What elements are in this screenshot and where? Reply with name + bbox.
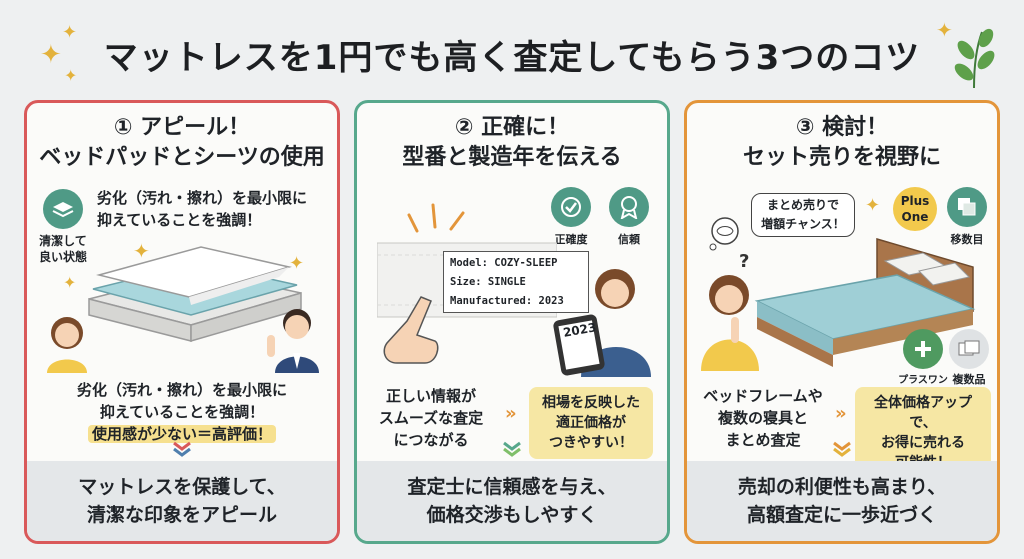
result-line-1: 相場を反映した xyxy=(542,395,640,411)
panel-heading: ③ 検討！ セット売りを視野に xyxy=(687,113,997,173)
plus-icon xyxy=(903,329,943,369)
sparkle-icon: ✦ xyxy=(289,253,305,274)
bubble-line-2: 増額チャンス！ xyxy=(761,217,845,231)
title-bar: マットレスを1円でも高く査定してもらう3つのコツ xyxy=(0,28,1024,88)
svg-text:?: ? xyxy=(739,251,749,272)
result-line-1: 全体価格アップで、 xyxy=(874,395,972,431)
badge-label-trust: 信頼 xyxy=(618,233,640,246)
bed-illustration xyxy=(754,238,976,367)
tip-panel-1: ① アピール！ ベッドパッドとシーツの使用 清潔して 良い状態 劣化（汚れ・擦れ… xyxy=(24,100,340,544)
bubble-line-1: まとめ売りで xyxy=(766,198,839,212)
left-text-line-3: まとめ査定 xyxy=(725,431,801,449)
sparkle-icon: ✦ xyxy=(40,40,62,70)
badge-label-plus-one: プラスワン xyxy=(898,375,948,386)
chevron-down-icon xyxy=(503,441,521,457)
icon-caption-line-2: 良い状態 xyxy=(38,250,87,264)
accuracy-icon xyxy=(551,187,591,227)
highlight-text: 使用感が少ない＝高評価！ xyxy=(87,425,276,443)
chevron-down-icon xyxy=(173,441,191,457)
panel-heading-line-1: ③ 検討！ xyxy=(795,115,889,140)
sparkle-icon: ✦ xyxy=(133,239,150,263)
sparkle-icon: ✦ xyxy=(936,18,953,42)
chevron-down-icon xyxy=(833,441,851,457)
footer-line-2: 価格交渉もしやすく xyxy=(426,504,598,526)
footer-line-1: 査定士に信頼感を与え、 xyxy=(407,476,617,498)
left-text: ベッドフレームや 複数の寝具と まとめ査定 xyxy=(693,385,833,451)
left-text: 正しい情報が スムーズな査定 につながる xyxy=(367,385,495,451)
panel-heading-line-2: 型番と製造年を伝える xyxy=(402,145,622,170)
top-text-line-1: 劣化（汚れ・擦れ）を最小限に xyxy=(97,189,308,207)
result-line-2: 適正価格が xyxy=(556,415,626,431)
panel-heading: ① アピール！ ベッドパッドとシーツの使用 xyxy=(27,113,337,173)
clean-bedding-icon xyxy=(43,189,83,229)
label-model: Model: COZY-SLEEP xyxy=(450,257,558,269)
footer-line-2: 高額査定に一歩近づく xyxy=(746,504,937,526)
plus-one-line-1: Plus xyxy=(900,194,930,208)
label-size: Size: SINGLE xyxy=(450,276,526,288)
arrow-right-icon: » xyxy=(505,403,517,424)
result-line-2: お得に売れる xyxy=(881,435,965,451)
panel-heading-line-1: ① アピール！ xyxy=(113,115,251,140)
leaf-icon xyxy=(954,28,995,89)
multi-items-icon xyxy=(949,329,989,369)
badge-label-items: 移数目 xyxy=(950,233,984,246)
woman-thinking-avatar: ? xyxy=(701,251,759,371)
footer-line-2: 清潔な印象をアピール xyxy=(86,504,277,526)
speech-bubble: まとめ売りで 増額チャンス！ xyxy=(751,193,855,237)
icon-caption: 清潔して 良い状態 xyxy=(33,233,93,265)
woman-avatar xyxy=(47,317,87,373)
arrow-right-icon: » xyxy=(835,403,847,424)
sparkle-icon: ✦ xyxy=(865,195,881,216)
badge-label-accuracy: 正確度 xyxy=(554,233,588,246)
panel-footer: 査定士に信頼感を与え、 価格交渉もしやすく xyxy=(357,461,667,541)
trust-medal-icon xyxy=(609,187,649,227)
mattress-illustration xyxy=(88,246,302,342)
result-line-3: つきやすい！ xyxy=(549,435,633,451)
panel-heading-line-2: ベッドパッドとシーツの使用 xyxy=(39,145,325,170)
top-text: 劣化（汚れ・擦れ）を最小限に 抑えていることを強調！ xyxy=(97,187,307,231)
left-text-line-1: ベッドフレームや xyxy=(703,387,823,405)
badge-label-multi: 複数品 xyxy=(952,373,986,386)
plus-one-badge: Plus One xyxy=(893,187,937,231)
panel-footer: マットレスを保護して、 清潔な印象をアピール xyxy=(27,461,337,541)
label-manufactured: Manufactured: 2023 xyxy=(450,295,564,307)
top-text-line-2: 抑えていることを強調！ xyxy=(97,211,262,229)
thinking-icon xyxy=(709,217,739,251)
left-text-line-3: につながる xyxy=(393,431,469,449)
panel-heading: ② 正確に！ 型番と製造年を伝える xyxy=(357,113,667,173)
left-text-line-2: スムーズな査定 xyxy=(378,409,484,427)
tip-panel-2: ② 正確に！ 型番と製造年を伝える 正確度 信頼 Model: COZY-SLE… xyxy=(354,100,670,544)
sparkle-icon: ✦ xyxy=(63,273,77,292)
icon-caption-line-1: 清潔して xyxy=(39,234,87,248)
left-text-line-2: 複数の寝具と xyxy=(717,409,808,427)
footer-line-1: 売却の利便性も高まり、 xyxy=(737,476,947,498)
result-box: 相場を反映した 適正価格が つきやすい！ xyxy=(529,387,653,459)
sparkle-icon: ✦ xyxy=(62,22,78,43)
tip-panel-3: ③ 検討！ セット売りを視野に まとめ売りで 増額チャンス！ ✦ Plus On… xyxy=(684,100,1000,544)
panel-heading-line-2: セット売りを視野に xyxy=(742,145,941,170)
product-label: Model: COZY-SLEEP Size: SINGLE Manufactu… xyxy=(443,251,589,313)
plus-one-line-2: One xyxy=(901,210,929,224)
panel-heading-line-1: ② 正確に！ xyxy=(454,115,570,140)
sparkle-icon: ✦ xyxy=(64,66,78,85)
page-title: マットレスを1円でも高く査定してもらう3つのコツ xyxy=(103,38,921,78)
man-avatar xyxy=(267,309,319,373)
panel-footer: 売却の利便性も高まり、 高額査定に一歩近づく xyxy=(687,461,997,541)
emphasis-lines-icon xyxy=(407,203,465,233)
mid-text-line-1: 劣化（汚れ・擦れ）を最小限に xyxy=(76,381,287,399)
left-text-line-1: 正しい情報が xyxy=(385,387,476,405)
pointing-hand-icon xyxy=(383,296,439,364)
footer-line-1: マットレスを保護して、 xyxy=(78,476,286,498)
mid-text-line-2: 抑えていることを強調！ xyxy=(99,403,265,421)
woman-with-tablet-avatar xyxy=(553,269,651,377)
stacked-items-icon xyxy=(947,187,987,227)
mid-text: 劣化（汚れ・擦れ）を最小限に 抑えていることを強調！ 使用感が少ない＝高評価！ xyxy=(27,379,337,445)
